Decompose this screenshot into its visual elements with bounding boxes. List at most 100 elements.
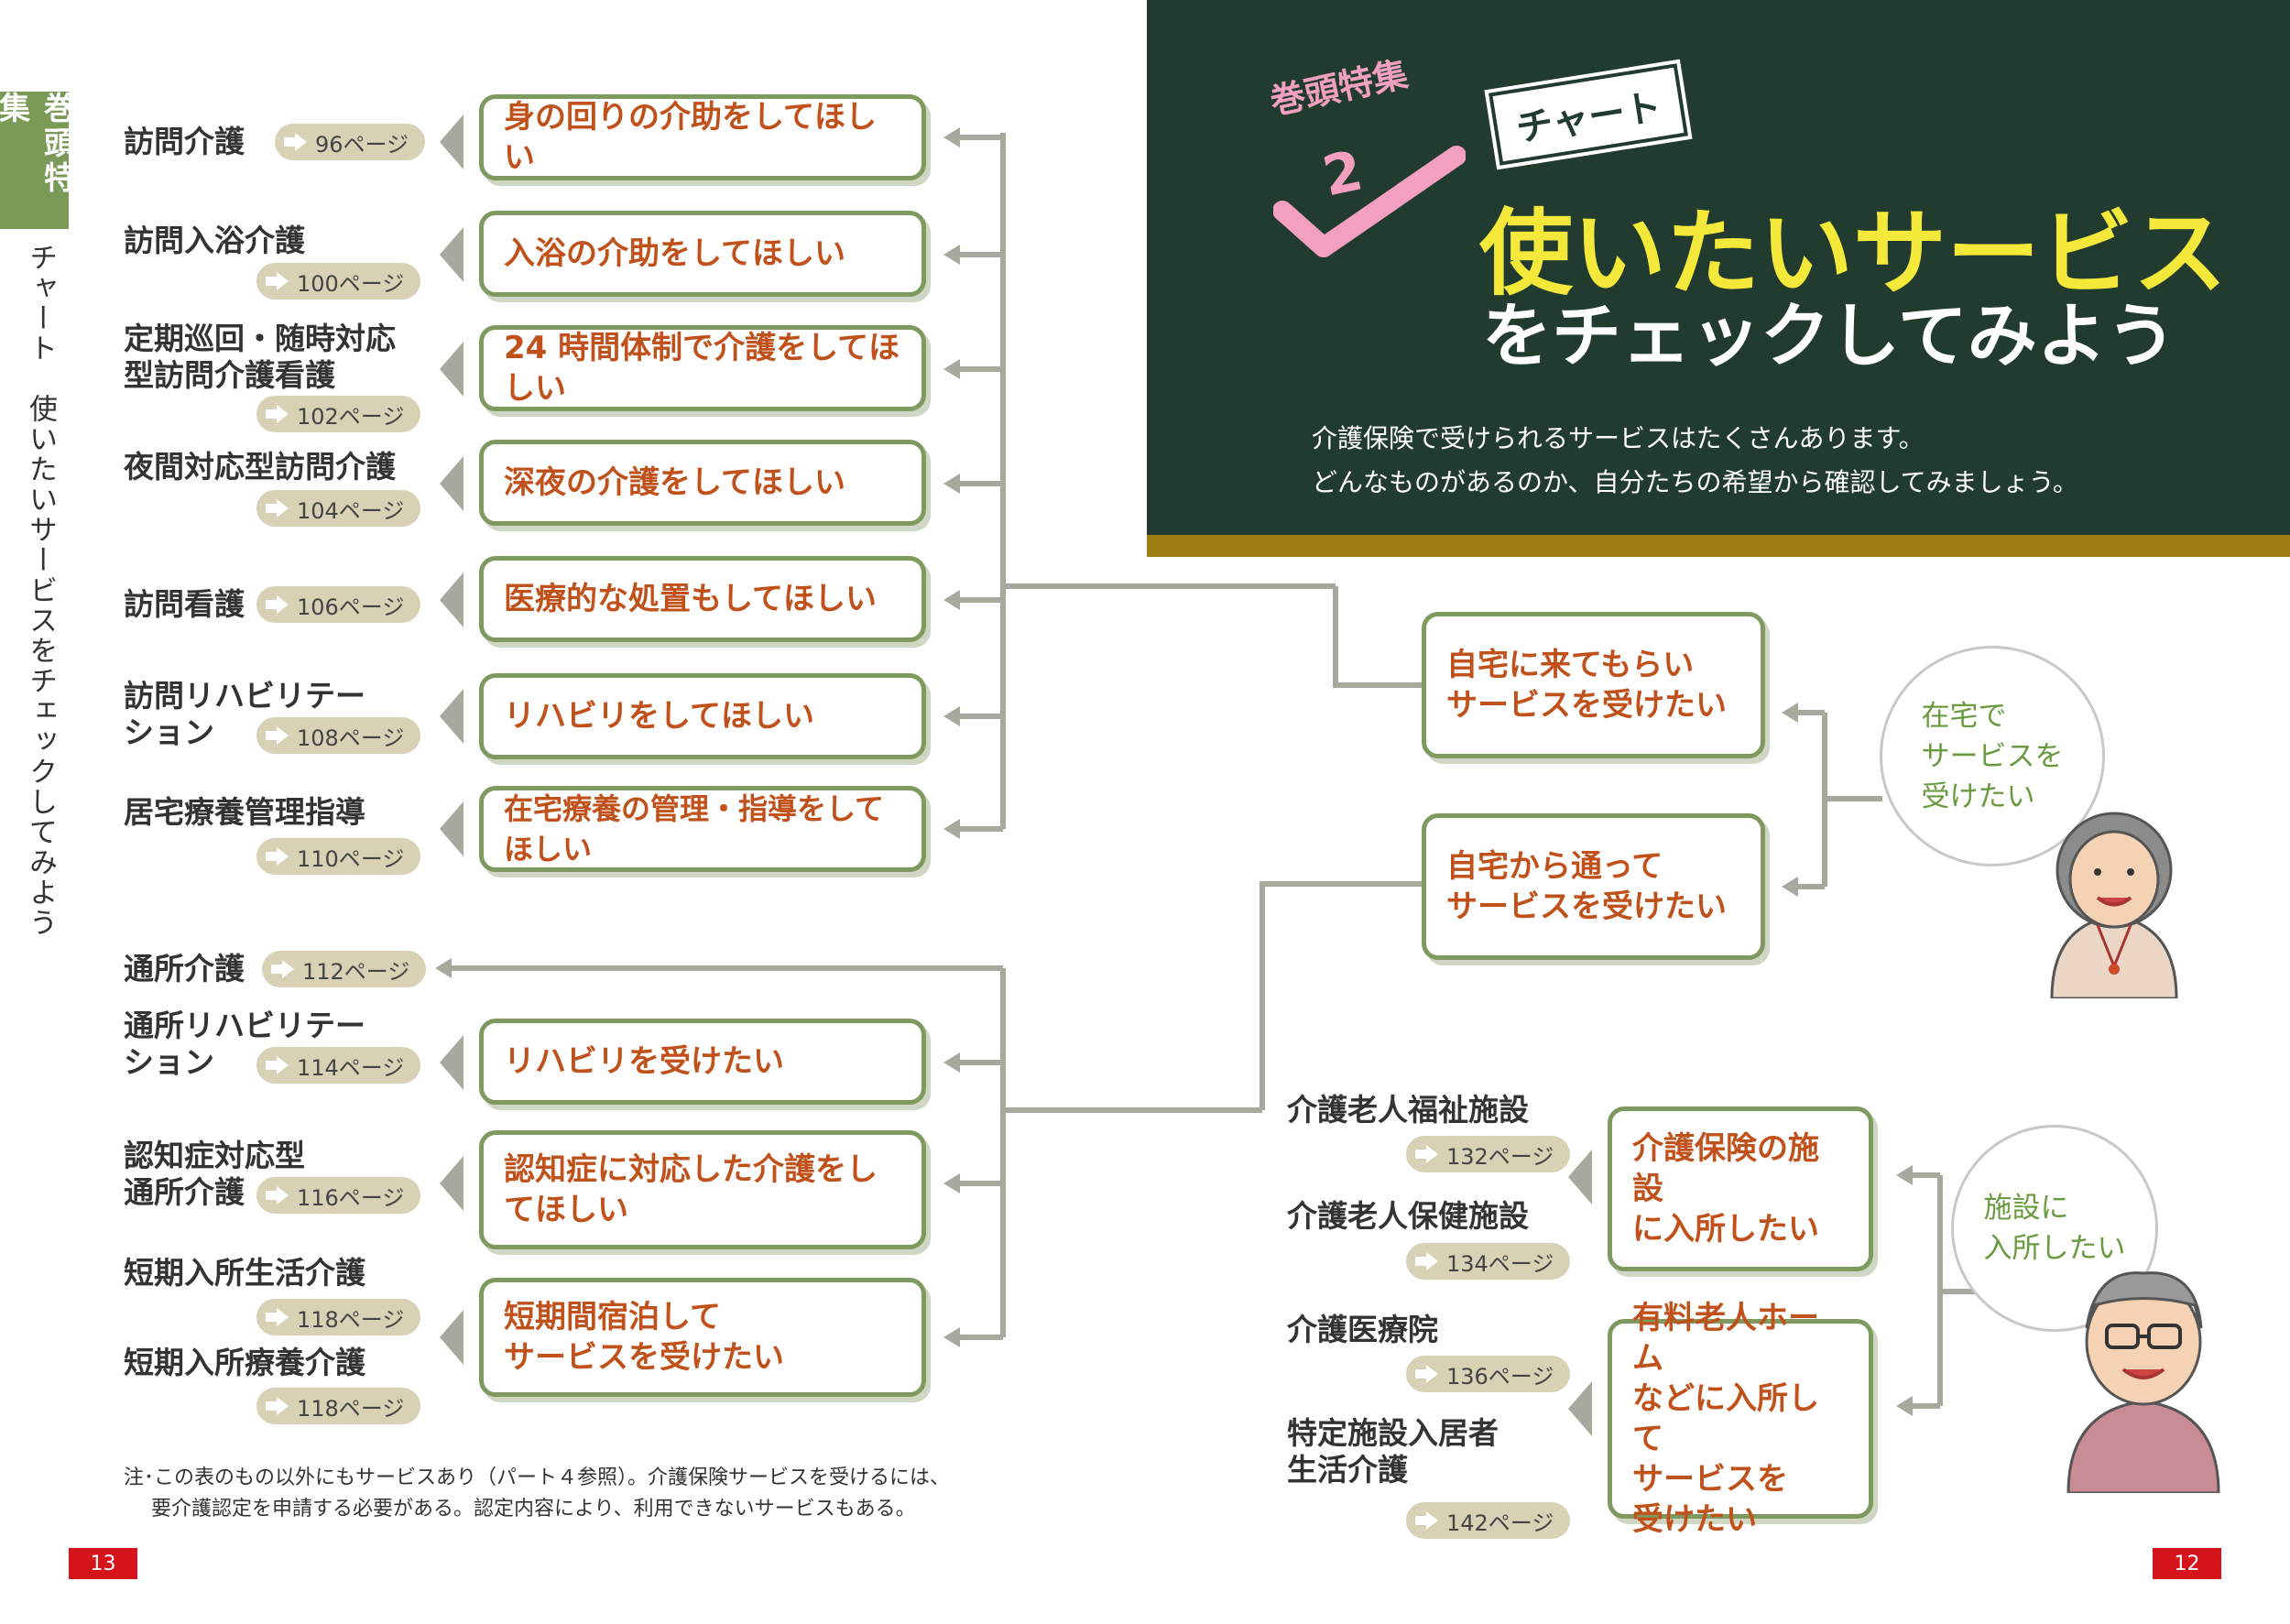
need-box[interactable]: 深夜の介護をしてほしい xyxy=(479,440,926,526)
need-box-nursing-home[interactable]: 有料老人ホーム などに入所して サービスを 受けたい xyxy=(1608,1300,1873,1538)
need-box[interactable]: 在宅療養の管理・指導をしてほしい xyxy=(479,786,926,872)
pointer-triangle xyxy=(440,801,463,856)
need-line: てほしい xyxy=(504,1192,628,1228)
page-ref-text: 118ページ xyxy=(297,1306,405,1333)
hero-title-line1: 使いたいサービス xyxy=(1479,200,2227,309)
service-name-houmon-kaigo: 訪問介護 xyxy=(124,124,245,159)
checkmark-icon xyxy=(1273,146,1466,257)
service-name-tsusho-kaigo: 通所介護 xyxy=(124,951,245,986)
need-line: に入所したい xyxy=(1632,1211,1819,1248)
page-ref-badge[interactable]: 142ページ xyxy=(1406,1502,1571,1539)
page-ref-text: 104ページ xyxy=(297,497,405,524)
service-name-line: 通所介護 xyxy=(124,1174,245,1210)
page-ref-badge[interactable]: 102ページ xyxy=(256,396,421,432)
arrow-right-icon xyxy=(266,497,291,519)
service-name-hoken-shisetsu: 介護老人保健施設 xyxy=(1287,1198,1529,1234)
need-box[interactable]: 認知症に対応した介護をし てほしい xyxy=(479,1130,926,1249)
page-ref-badge[interactable]: 118ページ xyxy=(256,1388,421,1424)
page-ref-badge[interactable]: 134ページ xyxy=(1406,1243,1571,1280)
page-ref-badge[interactable]: 106ページ xyxy=(256,586,421,623)
page-ref-text: 142ページ xyxy=(1446,1510,1554,1536)
need-line: サービスを受けたい xyxy=(1446,687,1727,724)
page-ref-text: 116ページ xyxy=(297,1184,405,1211)
need-box[interactable]: リハビリをしてほしい xyxy=(479,673,926,759)
service-name-line: ション xyxy=(124,714,214,750)
pointer-triangle xyxy=(1568,1381,1592,1436)
pointer-triangle xyxy=(1568,1150,1592,1204)
need-box[interactable]: 医療的な処置もしてほしい xyxy=(479,556,926,642)
service-name-tanki-seikatsu: 短期入所生活介護 xyxy=(124,1255,365,1291)
service-name-tokutei-shisetsu: 特定施設入居者 生活介護 xyxy=(1287,1415,1499,1488)
service-name-fukushi-shisetsu: 介護老人福祉施設 xyxy=(1287,1092,1529,1128)
pointer-triangle xyxy=(440,1156,463,1211)
page-ref-text: 96ページ xyxy=(315,131,409,158)
arrow-right-icon xyxy=(1415,1510,1441,1531)
page-ref-badge[interactable]: 116ページ xyxy=(256,1177,421,1214)
bubble-line: 受けたい xyxy=(1921,779,2035,813)
service-name-iryouin: 介護医療院 xyxy=(1287,1312,1438,1347)
arrow-right-icon xyxy=(266,725,291,747)
side-vertical-title: チャート 使いたいサービスをチェックしてみよう xyxy=(24,243,57,938)
hero-underline-bar xyxy=(1147,535,2290,557)
bubble-line: 入所したい xyxy=(1983,1232,2126,1265)
arrow-right-icon xyxy=(1415,1250,1441,1272)
intro-line2: どんなものがあるのか、自分たちの希望から確認してみましょう。 xyxy=(1312,467,2078,497)
page-ref-text: 108ページ xyxy=(297,725,405,751)
need-box[interactable]: 身の回りの介助をしてほしい xyxy=(479,94,926,180)
service-name-yakan-taiou: 夜間対応型訪問介護 xyxy=(124,449,396,485)
bubble-line: 在宅で xyxy=(1921,699,2007,733)
service-name-line: 通所リハビリテー xyxy=(124,1008,365,1043)
hero-title-line2: をチェックしてみよう xyxy=(1482,295,2176,376)
need-box[interactable]: 短期間宿泊して サービスを受けたい xyxy=(479,1278,926,1397)
service-name-line: 訪問リハビリテー xyxy=(124,678,365,714)
footnote-line2: 要介護認定を申請する必要がある。認定内容により、利用できないサービスもある。 xyxy=(151,1498,916,1520)
page-ref-badge[interactable]: 136ページ xyxy=(1406,1356,1571,1392)
elderly-man-illustration xyxy=(2066,1271,2220,1493)
page-ref-badge[interactable]: 110ページ xyxy=(256,838,421,875)
service-name-houmon-nyuuyoku: 訪問入浴介護 xyxy=(124,223,305,258)
need-box-facility[interactable]: 介護保険の施設 に入所したい xyxy=(1608,1106,1873,1271)
page-ref-badge[interactable]: 100ページ xyxy=(256,263,421,300)
service-name-line: 定期巡回・随時対応 xyxy=(124,321,396,356)
need-line: 認知症に対応した介護をし xyxy=(504,1151,878,1188)
service-name-line: 生活介護 xyxy=(1287,1452,1408,1488)
arrow-right-icon xyxy=(1415,1143,1441,1165)
page-ref-text: 134ページ xyxy=(1446,1250,1554,1277)
page-number-left: 13 xyxy=(69,1548,137,1579)
hero-panel xyxy=(1147,0,2290,535)
service-name-teiki-junkai: 定期巡回・随時対応 型訪問介護看護 xyxy=(124,321,396,394)
need-box[interactable]: 入浴の介助をしてほしい xyxy=(479,211,926,297)
footnote: 注･この表のもの以外にもサービスあり（パート４参照）。介護保険サービスを受けるに… xyxy=(124,1463,950,1525)
need-box-home-commute[interactable]: 自宅から通って サービスを受けたい xyxy=(1422,813,1765,960)
need-box[interactable]: 24 時間体制で介護をしてほしい xyxy=(479,325,926,411)
arrow-right-icon xyxy=(266,845,291,867)
page-ref-badge[interactable]: 132ページ xyxy=(1406,1136,1571,1172)
page-ref-badge[interactable]: 114ページ xyxy=(256,1047,421,1084)
page-ref-text: 112ページ xyxy=(302,958,410,985)
page-ref-badge[interactable]: 96ページ xyxy=(275,124,426,160)
page-ref-badge[interactable]: 104ページ xyxy=(256,490,421,527)
arrow-right-icon xyxy=(284,131,310,153)
arrow-right-icon xyxy=(266,1306,291,1328)
arrow-right-icon xyxy=(266,1395,291,1417)
bubble-line: 施設に xyxy=(1983,1192,2069,1225)
footnote-line1: 注･この表のもの以外にもサービスあり（パート４参照）。介護保険サービスを受けるに… xyxy=(124,1466,951,1489)
pointer-triangle xyxy=(440,456,463,511)
page-number-right: 12 xyxy=(2153,1548,2221,1579)
page-ref-badge[interactable]: 118ページ xyxy=(256,1299,421,1335)
page-ref-badge[interactable]: 112ページ xyxy=(262,951,427,987)
need-box[interactable]: リハビリを受けたい xyxy=(479,1019,926,1105)
arrow-right-icon xyxy=(266,1184,291,1206)
service-name-houmon-kango: 訪問看護 xyxy=(124,586,245,622)
pointer-triangle xyxy=(440,1310,463,1365)
page-ref-text: 106ページ xyxy=(297,594,405,620)
page-ref-text: 114ページ xyxy=(297,1054,405,1081)
page-ref-text: 118ページ xyxy=(297,1395,405,1422)
page-ref-text: 132ページ xyxy=(1446,1143,1554,1170)
need-box-home-visit[interactable]: 自宅に来てもらい サービスを受けたい xyxy=(1422,612,1765,758)
arrow-right-icon xyxy=(271,958,297,980)
need-line: サービスを受けたい xyxy=(504,1339,784,1376)
service-name-tanki-ryouyou: 短期入所療養介護 xyxy=(124,1345,365,1380)
pointer-triangle xyxy=(440,1035,463,1090)
page-ref-badge[interactable]: 108ページ xyxy=(256,717,421,754)
